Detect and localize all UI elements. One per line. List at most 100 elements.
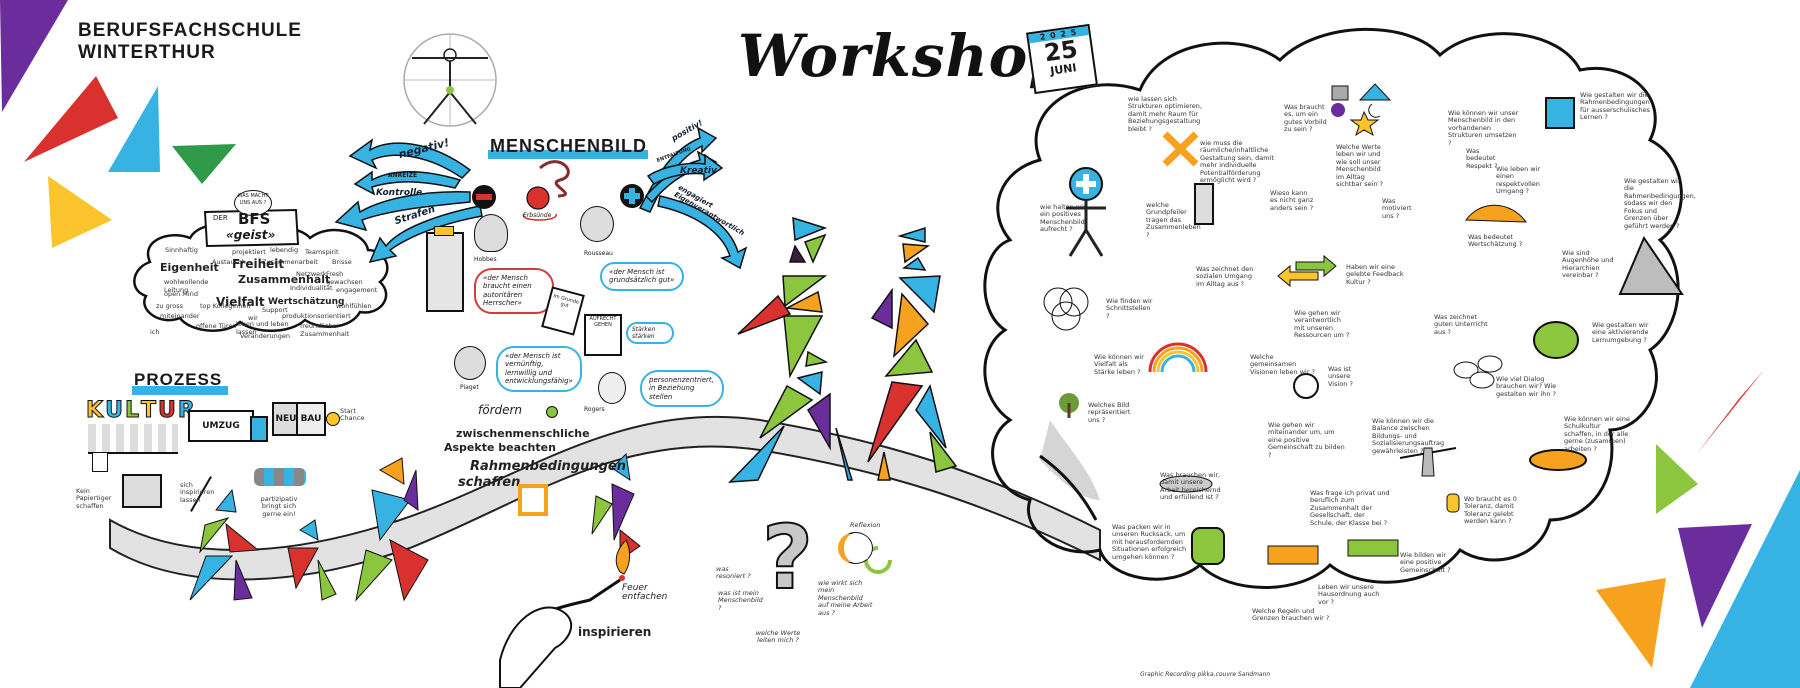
value-word: Zusammenhalt — [238, 273, 331, 286]
cloud-question: Wie finden wir Schnittstellen ? — [1106, 297, 1153, 320]
cloud-question: Was packen wir in unseren Rucksack, um m… — [1112, 523, 1187, 561]
banner-der: DER — [213, 214, 228, 222]
portrait-hobbes-icon — [474, 214, 508, 252]
value-word: Vielfalt — [216, 295, 265, 309]
section-title-menschenbild: MENSCHENBILD — [490, 136, 648, 156]
reflection-question: was resoniert ? — [716, 565, 751, 581]
kultur-letter: T — [140, 398, 156, 424]
value-word-small: Fresh gewachsen — [326, 270, 363, 286]
value-word-small: open Mind — [164, 290, 198, 298]
reflection-question: welche Werte leiten mich ? — [755, 629, 801, 645]
cloud-question: Was ist unsere Vision ? — [1328, 365, 1353, 388]
cloud-question: Wie gehen wir miteinander um, um eine po… — [1268, 421, 1345, 459]
calendar-icon: 2 0 2 5 25 JUNI — [1025, 23, 1099, 95]
kultur-letter: K — [85, 398, 104, 424]
quote-hobbes: «der Mensch braucht einen autoritären He… — [474, 268, 554, 314]
value-word-small: Brisse — [332, 258, 352, 266]
tangram-figure-left — [728, 216, 854, 483]
portrait-piaget-icon — [454, 346, 486, 380]
person-name-piaget: Piaget — [460, 384, 479, 391]
cloud-question: Was braucht es, um ein gutes Vorbild zu … — [1284, 103, 1327, 134]
kein-papiertiger: Kein Papiertiger schaffen — [76, 487, 112, 510]
cloud-question: Wie bilden wir eine positive Gemeinschaf… — [1400, 551, 1451, 574]
cloud-question: Was zeichnet den sozialen Umgang im Allt… — [1196, 265, 1254, 288]
cloud-question: Wie gehen wir verantwortlich mit unseren… — [1294, 309, 1350, 340]
cloud-question: Leben wir unsere Hausordnung auch vor ? — [1318, 583, 1380, 606]
yellow-triangle-icon — [48, 176, 112, 248]
action-foerdern: fördern — [478, 403, 523, 417]
value-word-small: Austausch — [212, 258, 246, 266]
value-word-small: leben und leben lassen — [236, 320, 289, 336]
value-word-small: Individualität — [290, 284, 333, 292]
book-aufrecht-gehen: AUFRECHT GEHEN — [584, 314, 622, 356]
cloud-question: Wieso kann es nicht ganz anders sein ? — [1270, 189, 1314, 212]
value-word-small: Teamspirit — [305, 248, 339, 256]
sich-inspirieren: sich inspirieren lassen — [180, 481, 215, 504]
king-throne-icon — [426, 232, 464, 312]
start-chance: Start Chance — [340, 407, 365, 423]
kultur-letter: L — [124, 398, 139, 424]
value-word-small: Support — [262, 306, 288, 314]
cloud-question: Welches Bild repräsentiert uns ? — [1088, 401, 1131, 424]
school-name-line1: BERUFSFACHSCHULE — [78, 20, 302, 41]
arrow-label-kreativ: Kreativ — [680, 166, 717, 176]
kultur-letter: U — [157, 398, 176, 424]
cloud-question: Wie können wir die Balance zwischen Bild… — [1372, 417, 1445, 455]
truck-cab-icon — [250, 416, 268, 442]
cloud-question: Was zeichnet guten Unterricht aus ? — [1434, 313, 1488, 336]
feuer-entfachen: Feuer entfachen — [622, 583, 668, 603]
cloud-question: Wie gestalten wir eine aktivierende Lern… — [1592, 321, 1649, 344]
quote-piaget: «der Mensch ist vernünftig, lernwillig u… — [496, 346, 582, 392]
cloud-question: wie lassen sich Strukturen optimieren, d… — [1128, 95, 1202, 133]
banner-geist: «geist» — [226, 228, 276, 242]
paper-chain-people-icon — [254, 468, 306, 486]
quote-rogers: personenzentriert, in Beziehung stellen — [640, 370, 724, 408]
bubble-staerken: Stärken stärken — [626, 322, 674, 345]
cloud-question: Wie leben wir einen respektvollen Umgang… — [1496, 165, 1541, 196]
portrait-rousseau-icon — [580, 206, 614, 242]
arrow-label-kontrolle: Kontrolle — [376, 188, 423, 198]
school-name: BERUFSFACHSCHULE WINTERTHUR — [78, 20, 302, 64]
highlight-bar — [488, 150, 648, 159]
value-word-small: wir — [248, 314, 258, 322]
value-word-small: top Kolleginnen — [200, 302, 251, 310]
crown-icon — [434, 226, 454, 236]
value-word-small: zu gross — [156, 302, 184, 310]
value-word: Eigenheit — [160, 261, 219, 274]
person-name-rogers: Rogers — [584, 406, 605, 413]
cloud-question: Welche Regeln und Grenzen brauchen wir ? — [1252, 607, 1330, 623]
cloud-question: Wo braucht es 0 Toleranz, damit Toleranz… — [1464, 495, 1517, 526]
cloud-question: Welche Werte leben wir und wie soll unse… — [1336, 143, 1384, 189]
cloud-question: Welche gemeinsamen Visionen leben wir ? — [1250, 353, 1316, 376]
value-word-small: ich — [150, 328, 160, 336]
value-word-small: freundlicher Zusammenhalt — [300, 322, 350, 338]
cloud-question: Wie können wir eine Schulkultur schaffen… — [1564, 415, 1630, 453]
quote-rousseau: «der Mensch ist grundsätzlich gut» — [600, 262, 684, 291]
action-zwischenmenschliche: zwischenmenschliche — [456, 427, 590, 440]
action-rahmenbedingungen: Rahmenbedingungen — [470, 459, 626, 474]
cloud-question: wie halten wir ein positives Menschenbil… — [1040, 203, 1086, 234]
value-word-small: offene Türen — [196, 322, 237, 330]
people-crowd-icon — [88, 424, 178, 454]
smiley-icon — [326, 412, 340, 426]
thinking-woman-icon — [838, 532, 873, 564]
cloud-question: Wie viel Dialog brauchen wir? Wie gestal… — [1496, 375, 1557, 398]
drawer-cabinet-icon — [122, 474, 162, 508]
neubau-neu: NEU — [272, 402, 300, 436]
partizipativ: partizipativ bringt sich gerne ein! — [260, 495, 298, 518]
banner-bfs: BFS — [238, 210, 271, 228]
action-aspekte-beachten: Aspekte beachten — [444, 441, 556, 454]
school-name-line2: WINTERTHUR — [78, 42, 216, 63]
value-word-small: miteinander — [160, 312, 200, 320]
value-word: Wertschätzung — [268, 297, 345, 307]
portrait-rogers-icon — [598, 372, 626, 404]
picture-frame-icon — [518, 484, 548, 516]
cloud-question: Was brauchen wir, damit unsere Arbeit be… — [1160, 471, 1221, 502]
value-word-small: wohlfühlen — [336, 302, 372, 310]
value-word-small: Veränderungen — [240, 332, 290, 340]
tangram-figure-right — [867, 226, 958, 481]
page-title: Workshop — [738, 22, 1070, 90]
svg-text:?: ? — [762, 506, 813, 609]
kultur-letters: K U L T U R — [85, 398, 195, 424]
